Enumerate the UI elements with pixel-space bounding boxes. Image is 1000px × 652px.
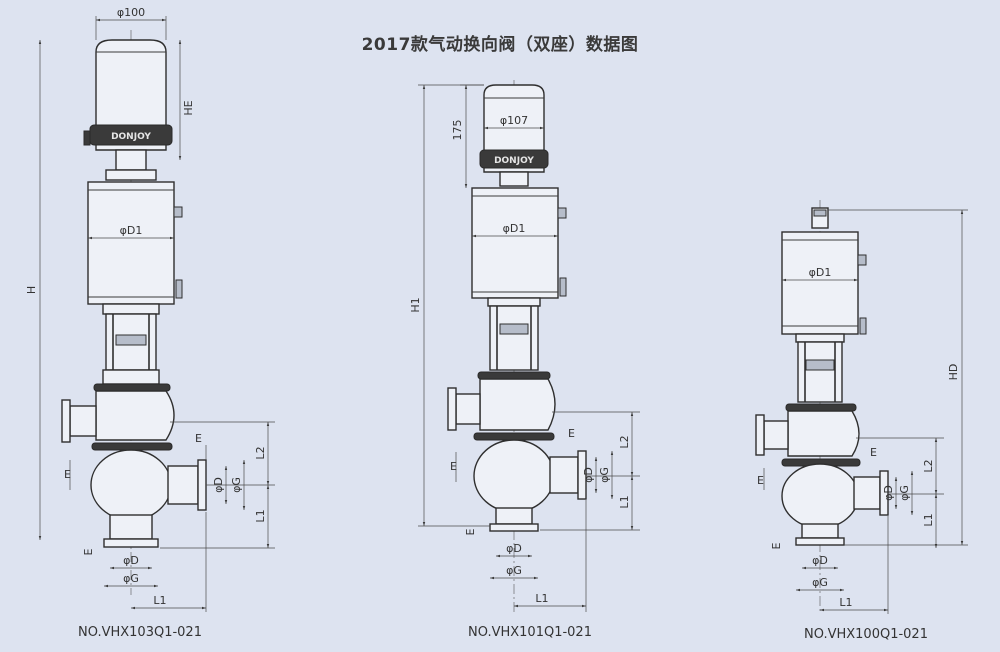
dim-g-bottom: φG [506,564,522,577]
dim-d: φD [212,477,225,493]
valve-vhx100: φD1 HD E E L2 L1 φD φG E φD φG L1 NO.VHX… [755,200,968,642]
page-title: 2017款气动换向阀（双座）数据图 [361,35,639,55]
dim-d-bottom: φD [123,554,139,567]
dim-e-upper: E [195,432,202,445]
dim-d1: φD1 [120,224,143,237]
dim-d-bottom: φD [506,542,522,555]
dim-e-upper: E [870,446,877,459]
dim-top-dia: φ100 [117,6,145,19]
dim-e-bottom: E [770,542,783,549]
dim-e-bottom: E [464,528,477,535]
dim-e-bottom: E [82,548,95,555]
dim-175: 175 [451,120,464,141]
dim-he: HE [182,100,195,115]
dim-l1-side: L1 [922,513,935,526]
dim-g-bottom: φG [123,572,139,585]
dim-e-side: E [64,468,71,481]
dim-h1: H1 [409,297,422,312]
model-caption: NO.VHX100Q1-021 [804,627,928,642]
dim-l1-bottom: L1 [153,594,166,607]
model-caption: NO.VHX101Q1-021 [468,625,592,640]
valve-vhx101: DONJOY φ107 175 φD1 [409,80,640,640]
dim-d1: φD1 [809,266,832,279]
brand-logo: DONJOY [494,156,534,166]
brand-logo: DONJOY [111,132,151,142]
dim-g: φG [230,477,243,493]
dim-e-upper: E [568,427,575,440]
model-caption: NO.VHX103Q1-021 [78,625,202,640]
dim-hd: HD [947,364,960,381]
dim-l2: L2 [922,459,935,472]
dim-h: H [25,286,38,294]
dim-d-bottom: φD [812,554,828,567]
dim-g: φG [598,467,611,483]
dim-d: φD [582,467,595,483]
dim-l1-side: L1 [254,509,267,522]
dim-l2: L2 [618,435,631,448]
dim-d1: φD1 [503,222,526,235]
dim-d: φD [882,485,895,501]
dim-l1-bottom: L1 [839,596,852,609]
dim-e-side: E [450,460,457,473]
dim-e-side: E [757,474,764,487]
dim-top-dia: φ107 [500,114,528,127]
valve-vhx103: DONJOY [25,6,275,640]
dim-g-bottom: φG [812,576,828,589]
dim-g: φG [898,485,911,501]
dim-l2: L2 [254,446,267,459]
dim-l1-bottom: L1 [535,592,548,605]
dim-l1-side: L1 [618,495,631,508]
